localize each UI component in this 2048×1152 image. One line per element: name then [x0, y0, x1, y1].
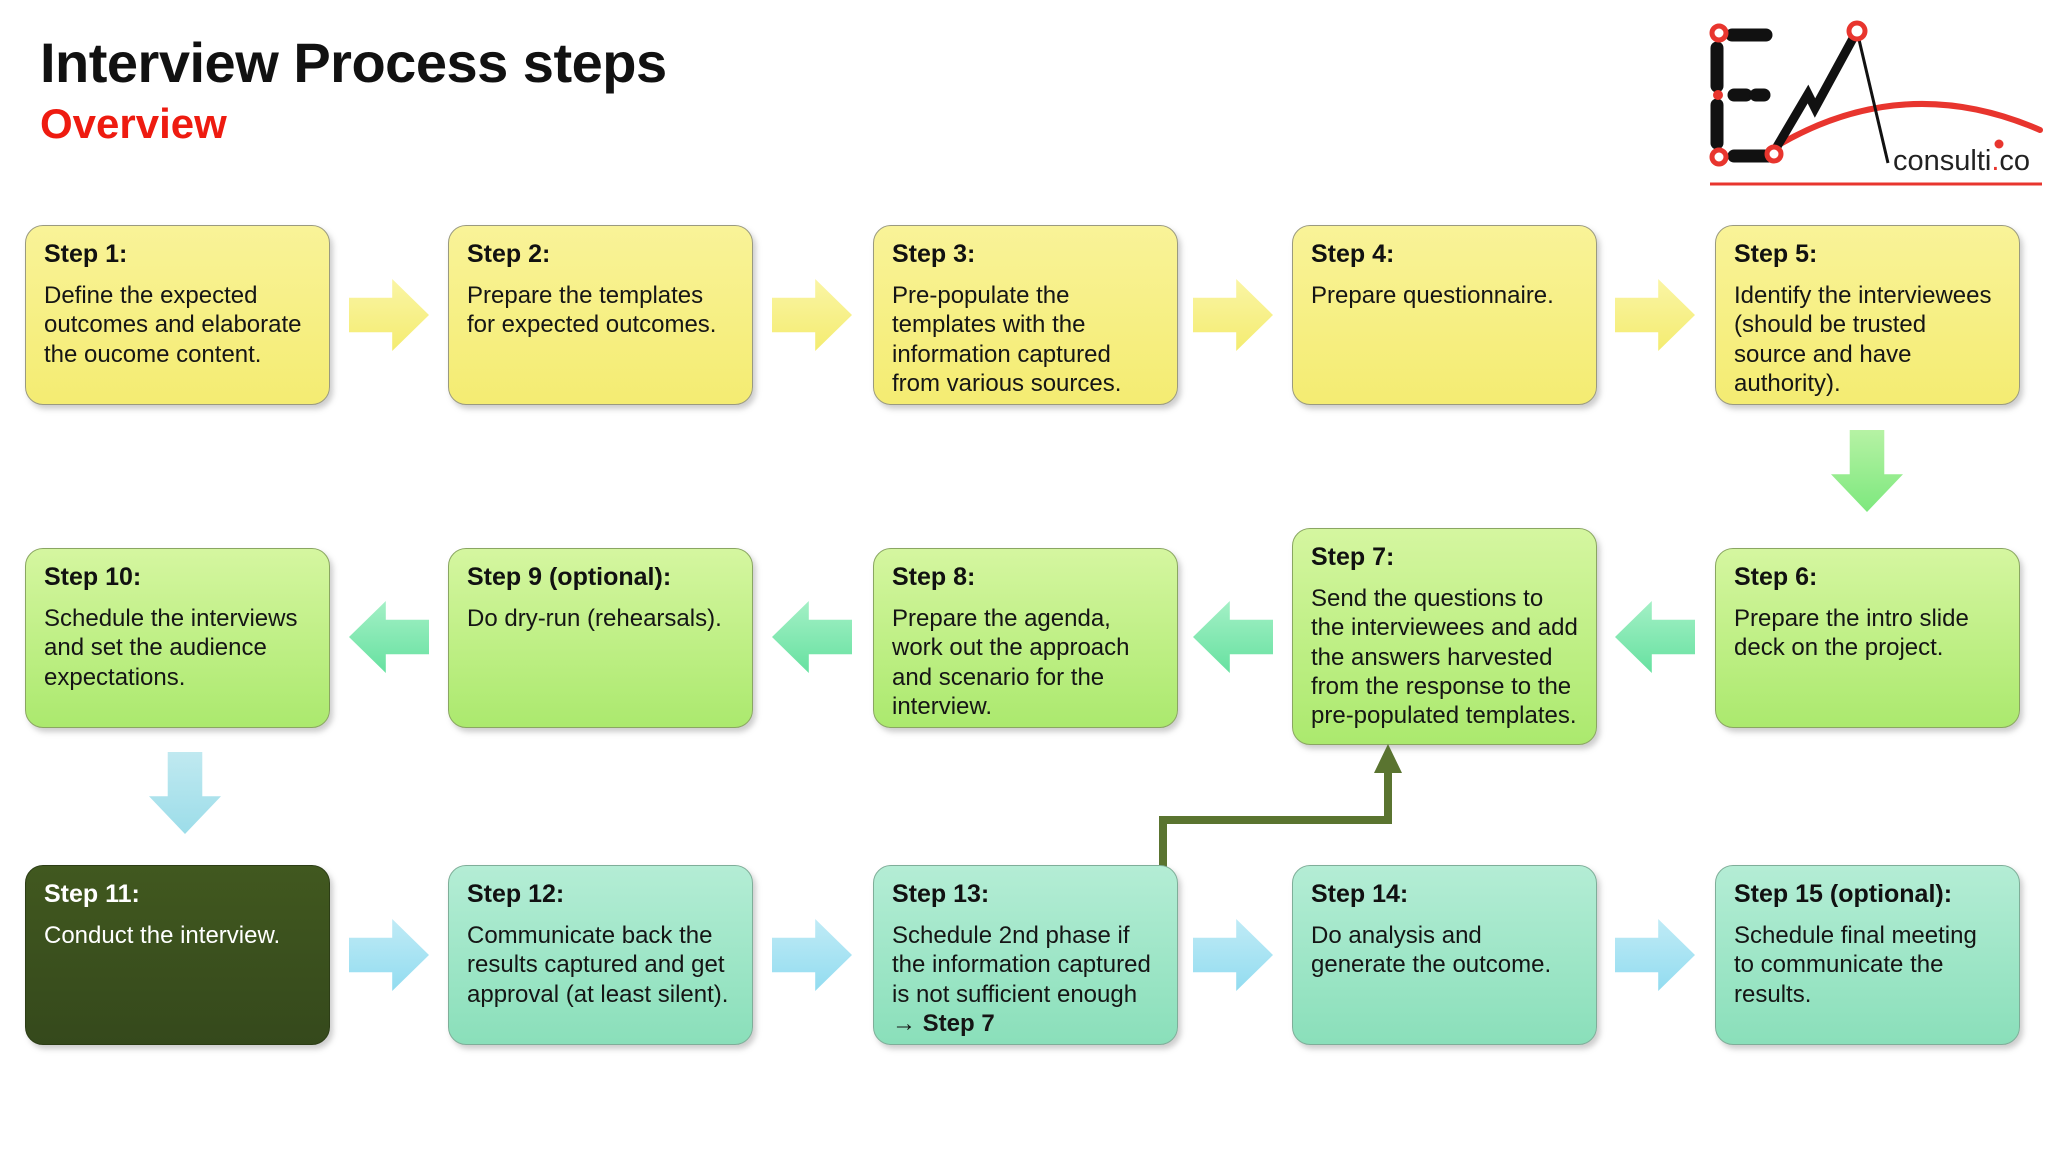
- arrow-step1-to-step2-icon: [349, 279, 429, 351]
- arrow-step13-to-step14-icon: [1193, 919, 1273, 991]
- step-5-box: Step 5: Identify the interviewees (shoul…: [1715, 225, 2020, 405]
- step-8-title: Step 8:: [892, 563, 976, 591]
- step-10-box: Step 10: Schedule the interviews and set…: [25, 548, 330, 728]
- step-13-body: Schedule 2nd phase if the information ca…: [892, 922, 1151, 1037]
- logo-letter-e: [1710, 28, 1779, 163]
- step-10-body: Schedule the interviews and set the audi…: [44, 605, 298, 691]
- logo-letter-a-leg: [1855, 30, 1890, 164]
- step-15-box: Step 15 (optional): Schedule final meeti…: [1715, 865, 2020, 1045]
- step-9-body: Do dry-run (rehearsals).: [467, 605, 722, 632]
- step-1-box: Step 1: Define the expected outcomes and…: [25, 225, 330, 405]
- step-3-title: Step 3:: [892, 240, 976, 268]
- arrow-step6-to-step7-icon: [1615, 601, 1695, 673]
- logo-arc: [1779, 100, 2043, 146]
- step-5-title: Step 5:: [1734, 240, 1818, 268]
- step-7-box: Step 7: Send the questions to the interv…: [1292, 528, 1597, 745]
- step-3-body: Pre-populate the templates with the info…: [892, 282, 1122, 397]
- arrow-step10-to-step11-icon: [149, 752, 221, 834]
- logo-red-dots: [1709, 20, 2004, 167]
- step-13-box: Step 13: Schedule 2nd phase if the infor…: [873, 865, 1178, 1045]
- step-12-box: Step 12: Communicate back the results ca…: [448, 865, 753, 1045]
- step-1-body: Define the expected outcomes and elabora…: [44, 282, 302, 368]
- step-4-title: Step 4:: [1311, 240, 1395, 268]
- step-4-body: Prepare questionnaire.: [1311, 282, 1554, 309]
- arrow-step2-to-step3-icon: [772, 279, 852, 351]
- step-15-body: Schedule final meeting to communicate th…: [1734, 922, 1977, 1008]
- connector-arrowhead-icon: [1374, 744, 1402, 773]
- step-13-title: Step 13:: [892, 880, 990, 908]
- step-6-box: Step 6: Prepare the intro slide deck on …: [1715, 548, 2020, 728]
- arrow-step3-to-step4-icon: [1193, 279, 1273, 351]
- step-14-box: Step 14: Do analysis and generate the ou…: [1292, 865, 1597, 1045]
- arrow-step14-to-step15-icon: [1615, 919, 1695, 991]
- step-15-title: Step 15 (optional):: [1734, 880, 1953, 908]
- step-12-title: Step 12:: [467, 880, 565, 908]
- arrow-step9-to-step10-icon: [349, 601, 429, 673]
- step-11-title: Step 11:: [44, 880, 140, 908]
- step-8-box: Step 8: Prepare the agenda, work out the…: [873, 548, 1178, 728]
- arrow-step12-to-step13-icon: [772, 919, 852, 991]
- step-7-title: Step 7:: [1311, 543, 1395, 571]
- arrow-step8-to-step9-icon: [772, 601, 852, 673]
- logo-letter-a: [1771, 28, 1861, 153]
- step-4-box: Step 4: Prepare questionnaire.: [1292, 225, 1597, 405]
- page-title: Interview Process steps: [40, 31, 667, 94]
- step-6-title: Step 6:: [1734, 563, 1818, 591]
- step-12-body: Communicate back the results captured an…: [467, 922, 729, 1008]
- step-5-body: Identify the interviewees (should be tru…: [1734, 282, 1992, 397]
- step-2-box: Step 2: Prepare the templates for expect…: [448, 225, 753, 405]
- connector-step13-to-step7: [1159, 744, 1402, 880]
- arrow-step5-to-step6-icon: [1831, 430, 1903, 512]
- step-14-body: Do analysis and generate the outcome.: [1311, 922, 1552, 979]
- step-2-body: Prepare the templates for expected outco…: [467, 282, 717, 339]
- step-6-body: Prepare the intro slide deck on the proj…: [1734, 605, 1969, 662]
- step-11-body: Conduct the interview.: [44, 922, 281, 949]
- step-10-title: Step 10:: [44, 563, 142, 591]
- step-11-box: Step 11: Conduct the interview.: [25, 865, 330, 1045]
- step-9-box: Step 9 (optional): Do dry-run (rehearsal…: [448, 548, 753, 728]
- step-2-title: Step 2:: [467, 240, 551, 268]
- page-subtitle: Overview: [40, 100, 227, 147]
- arrow-step4-to-step5-icon: [1615, 279, 1695, 351]
- step-3-box: Step 3: Pre-populate the templates with …: [873, 225, 1178, 405]
- logo-wordmark: consulti.co: [1893, 145, 2030, 177]
- company-logo: consulti.co: [1709, 20, 2043, 186]
- step-13-goto-step7-label: → Step 7: [892, 1009, 995, 1037]
- arrow-step7-to-step8-icon: [1193, 601, 1273, 673]
- step-8-body: Prepare the agenda, work out the approac…: [892, 605, 1130, 720]
- step-14-title: Step 14:: [1311, 880, 1409, 908]
- step-9-title: Step 9 (optional):: [467, 563, 672, 591]
- arrow-step11-to-step12-icon: [349, 919, 429, 991]
- step-7-body: Send the questions to the interviewees a…: [1311, 585, 1578, 730]
- step-1-title: Step 1:: [44, 240, 128, 268]
